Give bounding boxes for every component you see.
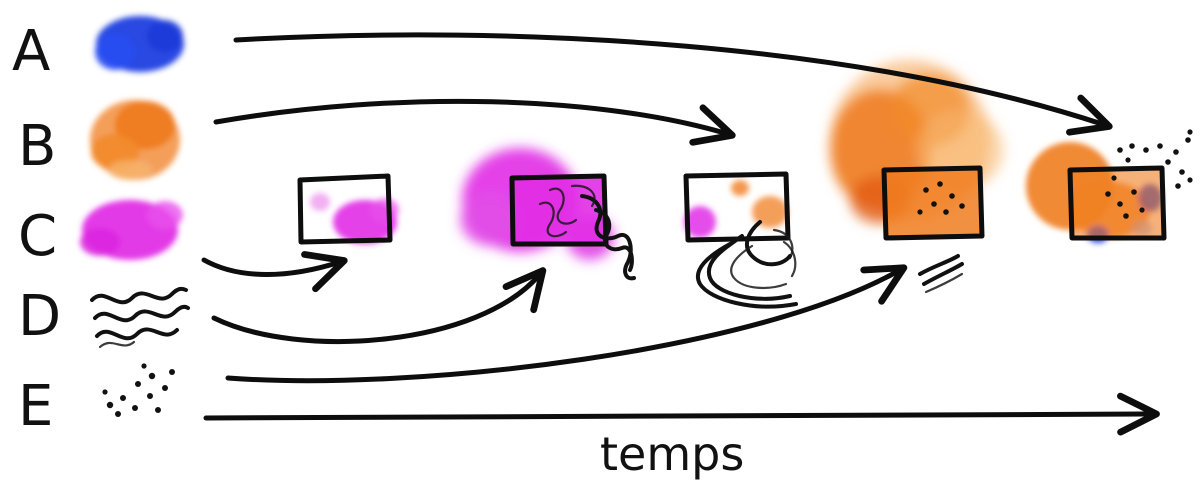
row-letter-e: E [18,374,53,439]
arrow-e-to-frame-4 [225,264,908,384]
arrows [201,32,1160,436]
time-axis-label: temps [600,427,744,481]
orange-blob-icon [90,100,180,180]
row-letter-a: A [12,19,50,84]
waves-icon [90,286,190,349]
magenta-blob-icon [80,200,183,260]
arrow-c-to-frame-1 [201,251,348,293]
blue-blob-icon [95,16,184,72]
legend: A B C D E [12,16,190,439]
frame-1-box [297,173,393,245]
frame-3 [683,171,798,309]
row-letter-b: B [18,114,56,179]
arrow-a-to-frame-5 [233,32,1113,136]
row-letter-c: C [18,204,57,269]
frame-2 [460,148,636,281]
frame-4 [830,60,1004,294]
arrow-b-to-frame-3 [213,98,736,146]
frame-5 [1026,129,1193,243]
frame-4-box [881,165,985,241]
dots-icon [102,363,175,417]
arrow-d-to-frame-2 [211,267,547,344]
time-axis-arrow [203,392,1160,436]
frame-5-box [1067,165,1167,241]
row-letter-d: D [18,284,61,349]
frame-1 [297,173,399,245]
